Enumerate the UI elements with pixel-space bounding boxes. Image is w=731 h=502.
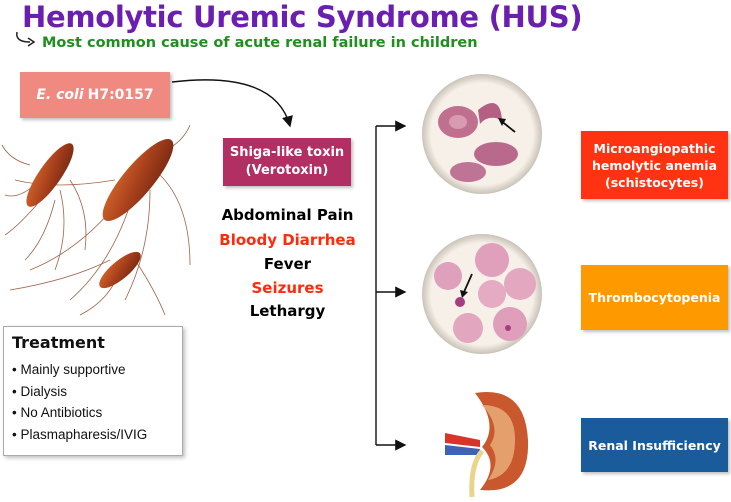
outcome-line: Thrombocytopenia — [588, 290, 721, 305]
curved-arrow-icon — [16, 31, 36, 47]
symptom-abdominal-pain: Abdominal Pain — [221, 206, 354, 224]
kidney-image — [445, 391, 529, 498]
symptom-bloody-diarrhea: Bloody Diarrhea — [219, 231, 356, 249]
toxin-line2: (Verotoxin) — [245, 163, 329, 178]
toxin-line1: Shiga-like toxin — [229, 145, 345, 160]
treatment-item: • Dialysis — [12, 384, 67, 399]
symptom-lethargy: Lethargy — [249, 302, 326, 320]
symptom-fever: Fever — [263, 255, 312, 273]
outcome-line: (schistocytes) — [605, 174, 704, 190]
treatment-item: • Plasmapharesis/IVIG — [12, 427, 148, 442]
page-title: Hemolytic Uremic Syndrome (HUS) — [22, 0, 583, 34]
outcome-line: Renal Insufficiency — [588, 437, 721, 453]
bacteria-image — [1, 124, 191, 316]
ecoli-strain: H7:0157 — [87, 87, 154, 103]
treatment-title: Treatment — [12, 333, 105, 352]
ecoli-box: E. coli H7:0157 — [20, 72, 170, 118]
subtitle: Most common cause of acute renal failure… — [42, 35, 478, 51]
outcome-hemolytic-anemia: Microangiopathic hemolytic anemia (schis… — [581, 131, 728, 199]
ecoli-name: E. coli — [36, 87, 84, 103]
platelet-image — [422, 234, 542, 354]
symptom-seizures: Seizures — [251, 279, 324, 297]
treatment-item: • No Antibiotics — [12, 405, 103, 420]
outcome-line: hemolytic anemia — [592, 157, 717, 173]
arrow-ecoli-to-toxin — [171, 79, 293, 128]
toxin-box: Shiga-like toxin (Verotoxin) — [223, 138, 351, 186]
schistocyte-image — [422, 74, 542, 194]
outcome-renal-insufficiency: Renal Insufficiency — [581, 418, 728, 472]
outcome-thrombocytopenia: Thrombocytopenia — [581, 265, 728, 330]
treatment-item: • Mainly supportive — [12, 362, 126, 377]
outcome-line: Microangiopathic — [593, 140, 716, 156]
treatment-box: Treatment • Mainly supportive • Dialysis… — [3, 326, 183, 456]
